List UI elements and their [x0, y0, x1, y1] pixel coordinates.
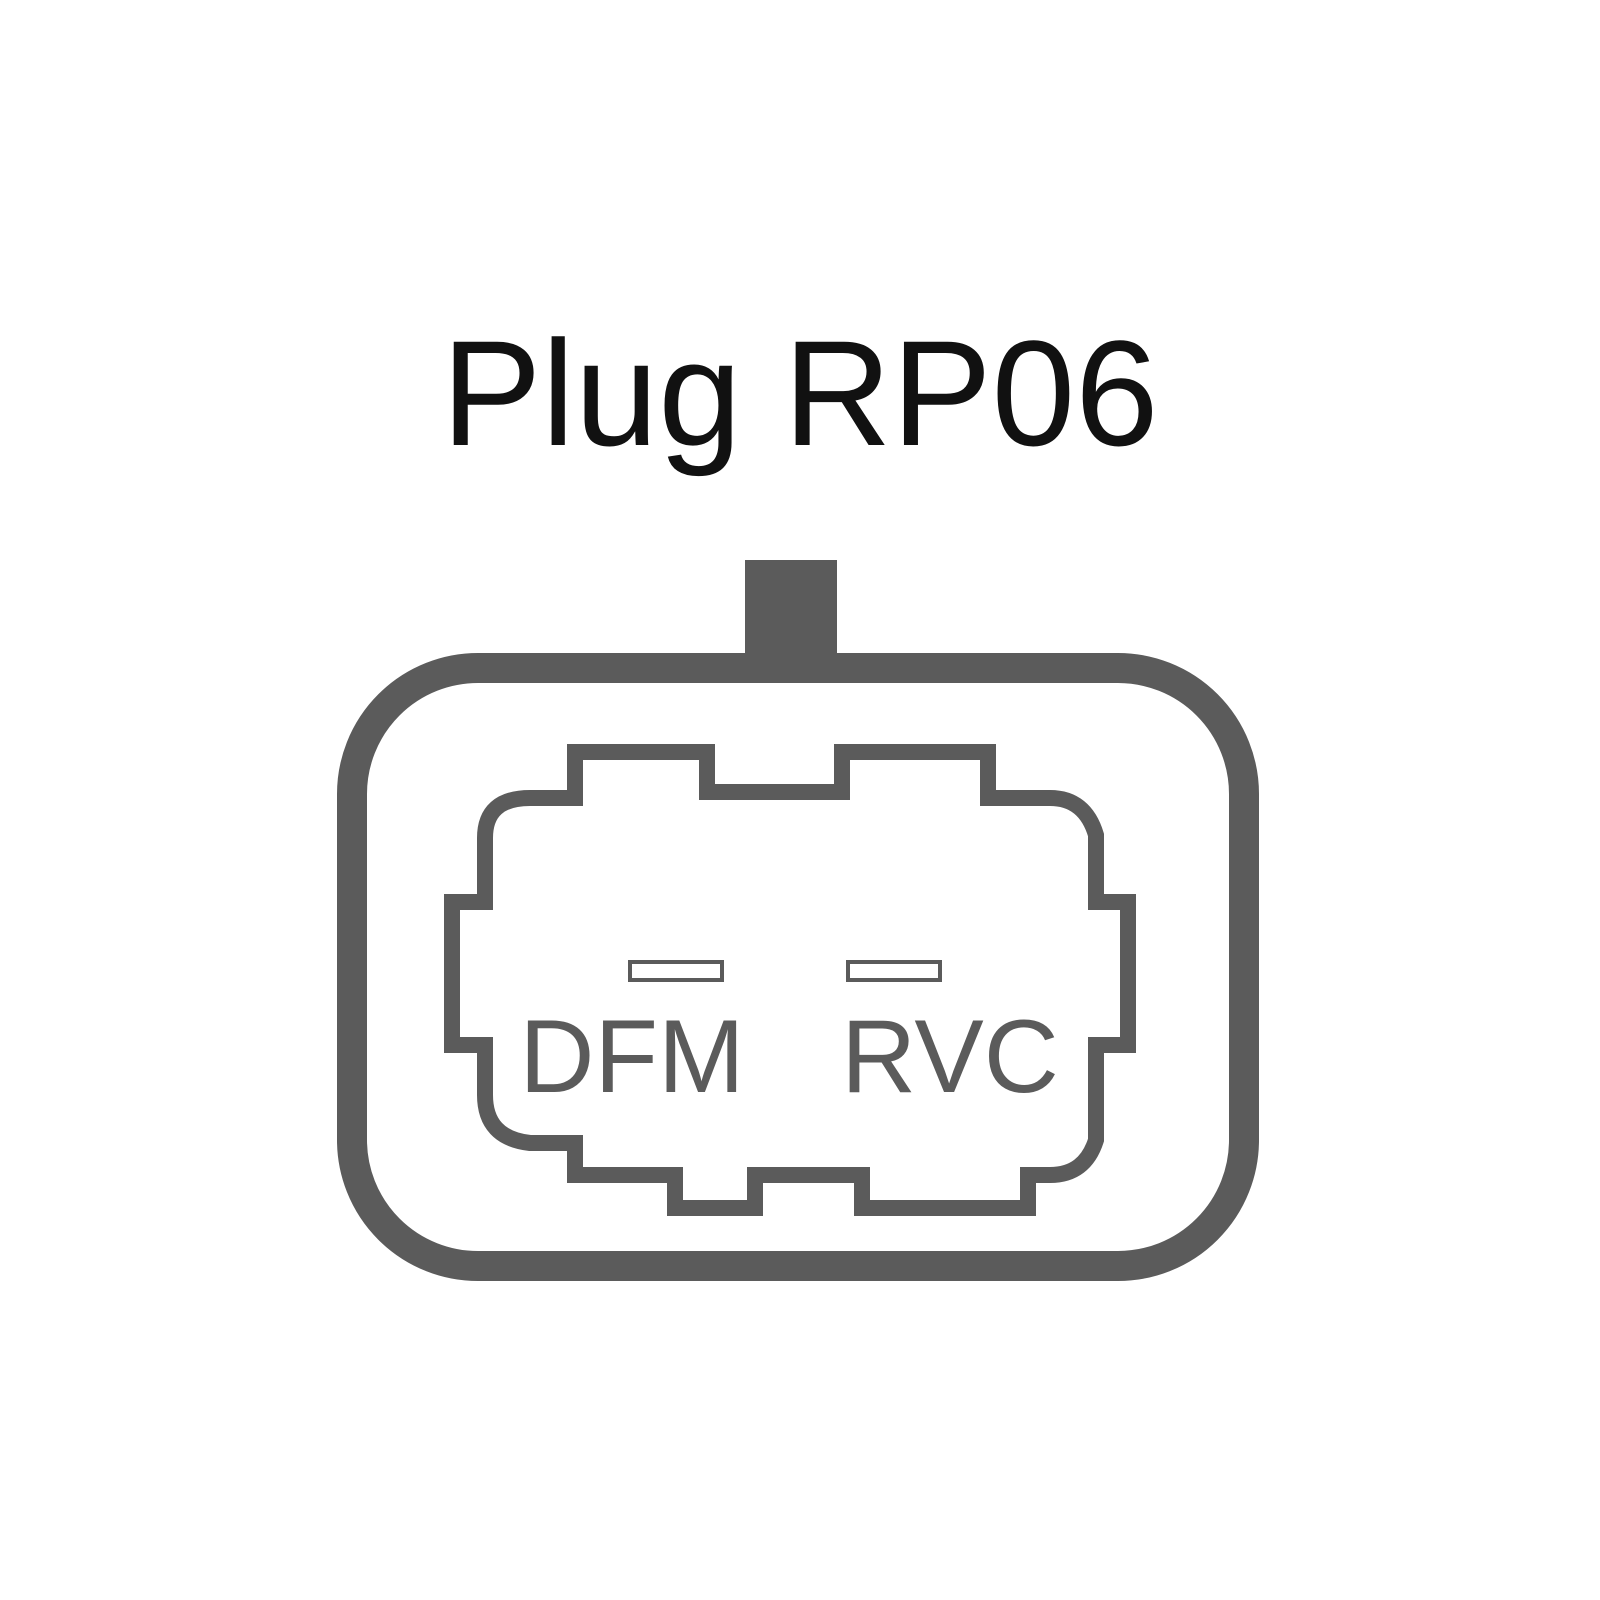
pin-rvc-contact — [846, 960, 942, 982]
pin-rvc-label: RVC — [841, 999, 1059, 1115]
socket-cavity-outline — [444, 744, 1136, 1216]
plug-title: Plug RP06 — [441, 309, 1159, 477]
pin-dfm-contact — [628, 960, 724, 982]
locking-tab — [745, 560, 837, 670]
pin-dfm-label: DFM — [519, 999, 744, 1115]
